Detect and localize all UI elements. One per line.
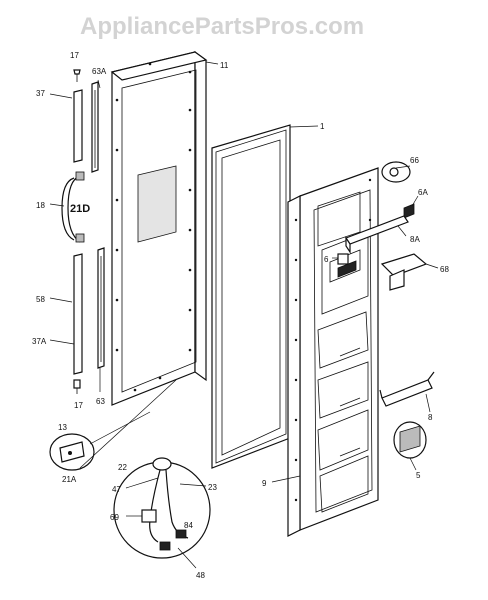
callout-21a: 21A: [62, 475, 77, 484]
callout-6a: 6A: [418, 188, 428, 197]
callout-66: 66: [410, 156, 419, 165]
callout-48: 48: [196, 571, 205, 580]
callout-labels: 17 63A 11 37 1 18 21D 58 37A 17 63 66 6A…: [32, 51, 449, 580]
callout-22: 22: [118, 463, 127, 472]
shelf-retainer-8: [379, 371, 435, 407]
callout-47: 47: [112, 485, 121, 494]
door-outer-panel: [110, 50, 208, 406]
callout-63: 63: [96, 397, 105, 406]
callout-11: 11: [220, 61, 229, 70]
door-gasket: [211, 124, 291, 469]
callout-69: 69: [110, 513, 119, 522]
callout-23: 23: [208, 483, 217, 492]
wiring-harness: [113, 457, 211, 559]
callout-17-bottom: 17: [74, 401, 83, 410]
callout-37a: 37A: [32, 337, 47, 346]
cap-part-66: [381, 161, 411, 183]
callout-63a: 63A: [92, 67, 107, 76]
bracket-6: [337, 253, 349, 265]
callout-6: 6: [324, 255, 329, 264]
dispenser-door-liner: [287, 167, 379, 537]
hinge-detail: [49, 379, 177, 471]
callout-21d: 21D: [70, 203, 90, 215]
callout-68: 68: [440, 265, 449, 274]
callout-13: 13: [58, 423, 67, 432]
lever-68: [380, 253, 428, 291]
door-handle: [61, 171, 85, 243]
callout-8a: 8A: [410, 235, 420, 244]
callout-8: 8: [428, 413, 433, 422]
leader-lines: [49, 61, 439, 569]
bar-8a: [345, 215, 409, 254]
callout-58: 58: [36, 295, 45, 304]
clip-6a: [403, 203, 415, 219]
screw-top: [73, 69, 81, 82]
callout-84: 84: [184, 521, 193, 530]
callout-37: 37: [36, 89, 45, 98]
callout-17-top: 17: [70, 51, 79, 60]
part-5-detail: [393, 421, 427, 459]
screw-bottom: [73, 379, 81, 394]
callout-5: 5: [416, 471, 421, 480]
watermark: AppliancePartsPros.com: [80, 13, 364, 40]
trim-strips: [73, 81, 105, 375]
callout-9: 9: [262, 479, 267, 488]
callout-1: 1: [320, 122, 325, 131]
callout-18: 18: [36, 201, 45, 210]
